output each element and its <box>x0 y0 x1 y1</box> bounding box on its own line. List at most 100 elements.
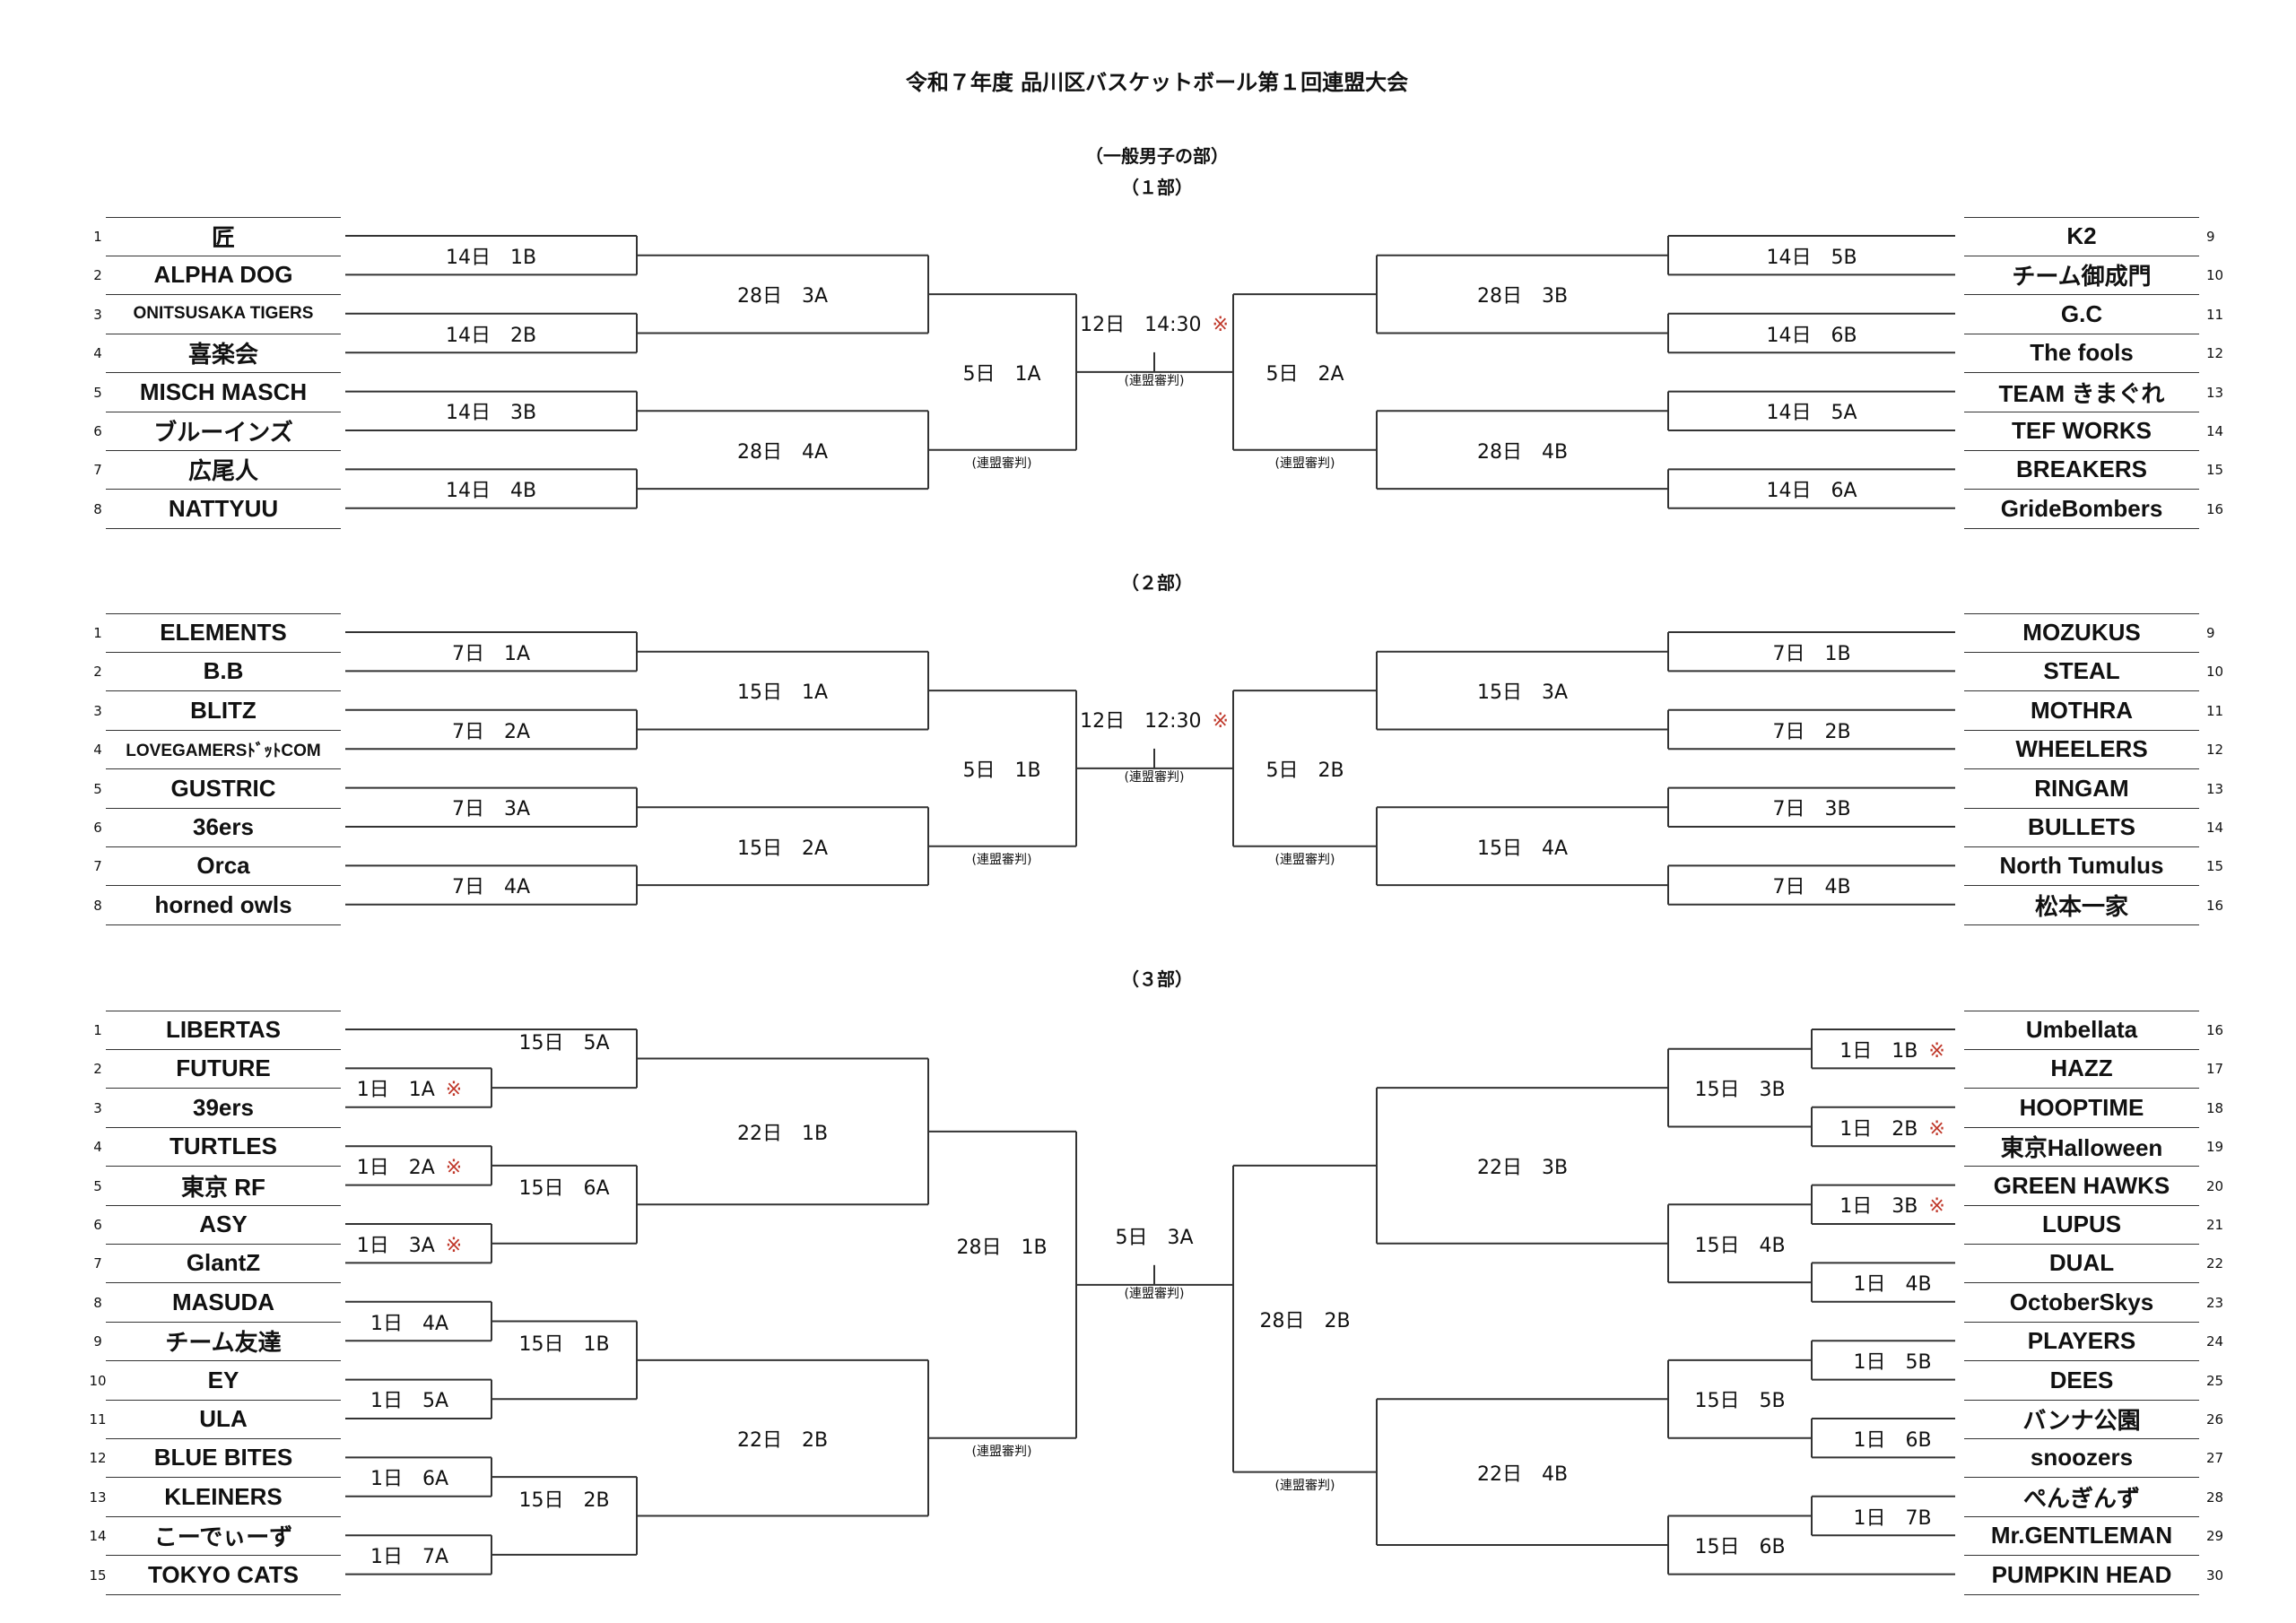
match-label: 14日 6A <box>1766 474 1857 503</box>
match-label-text: 22日 1B <box>736 1122 829 1145</box>
team-name: ONITSUSAKA TIGERS <box>106 295 341 334</box>
match-label: 1日 4A <box>370 1307 448 1336</box>
match-label-text: 1日 5A <box>370 1390 449 1413</box>
team-name: ULA <box>106 1400 341 1439</box>
match-label: 1日 3B※ <box>1839 1190 1945 1219</box>
team-number: 2 <box>93 1061 102 1078</box>
semifinal-label: 28日 2B <box>1259 1305 1350 1333</box>
team-number: 9 <box>2206 229 2215 245</box>
team-list-top-rule <box>1964 613 2199 614</box>
match-label-text: 28日 4A <box>736 440 829 464</box>
team-name: STEAL <box>1964 652 2199 692</box>
match-label-text: 15日 1B <box>518 1332 610 1356</box>
match-label-text: 28日 3B <box>1476 285 1569 308</box>
match-label: 15日 1A <box>737 676 828 705</box>
team-number: 4 <box>93 345 102 362</box>
match-label-text: 7日 3A <box>451 798 531 821</box>
match-label-text: 1日 1A <box>356 1079 435 1102</box>
team-name: ぺんぎんず <box>1964 1478 2199 1517</box>
match-label: 15日 6B <box>1694 1531 1785 1559</box>
team-name: 東京 RF <box>106 1167 341 1206</box>
team-name: BREAKERS <box>1964 450 2199 490</box>
match-label: 15日 6A <box>518 1172 609 1201</box>
match-label: 15日 4B <box>1694 1229 1785 1258</box>
team-number: 10 <box>89 1372 107 1389</box>
referee-note: (連盟審判) <box>971 1444 1032 1459</box>
team-number: 6 <box>93 423 102 439</box>
team-number: 15 <box>2206 858 2224 875</box>
match-label: 22日 4B <box>1477 1458 1568 1487</box>
team-name: LIBERTAS <box>106 1011 341 1050</box>
match-label-text: 15日 5A <box>518 1031 610 1055</box>
match-label-text: 28日 1B <box>956 1236 1048 1259</box>
team-name: FUTURE <box>106 1049 341 1089</box>
match-label-text: 5日 1B <box>962 759 1041 782</box>
match-label: 1日 7A <box>370 1541 448 1569</box>
team-name: GlantZ <box>106 1244 341 1284</box>
match-label-text: 14日 5A <box>1766 402 1857 425</box>
match-label: 14日 5B <box>1766 241 1857 270</box>
match-label-text: 5日 1A <box>962 362 1041 386</box>
team-name: BLITZ <box>106 691 341 731</box>
note-mark: ※ <box>445 1234 463 1257</box>
team-number: 28 <box>2206 1488 2224 1506</box>
semifinal-label: 5日 1B <box>962 754 1040 783</box>
match-label: 1日 3A※ <box>357 1229 462 1258</box>
team-name: GREEN HAWKS <box>1964 1167 2199 1206</box>
team-number: 20 <box>2206 1177 2224 1194</box>
team-number: 9 <box>93 1333 102 1350</box>
match-label-text: 28日 2B <box>1259 1309 1351 1332</box>
match-label: 28日 4B <box>1477 436 1568 464</box>
team-number: 21 <box>2206 1217 2224 1233</box>
team-number: 8 <box>93 500 102 517</box>
team-list-top-rule <box>106 613 341 614</box>
team-name: The fools <box>1964 334 2199 374</box>
team-number: 8 <box>93 897 102 914</box>
match-label: 15日 5A <box>518 1027 609 1055</box>
match-label: 15日 3B <box>1694 1073 1785 1102</box>
referee-note: (連盟審判) <box>971 456 1032 471</box>
match-label-text: 22日 2B <box>736 1428 829 1452</box>
team-number: 14 <box>2206 820 2224 836</box>
team-number: 5 <box>93 384 102 401</box>
match-label: 14日 6B <box>1766 319 1857 348</box>
team-name: バンナ公園 <box>1964 1400 2199 1439</box>
team-number: 22 <box>2206 1255 2224 1272</box>
match-label-text: 1日 5B <box>1853 1350 1932 1374</box>
match-label-text: 14日 6B <box>1766 324 1857 347</box>
team-name: DEES <box>1964 1361 2199 1401</box>
team-number: 25 <box>2206 1372 2224 1389</box>
match-label: 1日 4B <box>1853 1268 1931 1297</box>
team-number: 2 <box>93 267 102 284</box>
team-name: NATTYUU <box>106 490 341 529</box>
match-label: 28日 3B <box>1477 280 1568 308</box>
note-mark: ※ <box>1212 313 1229 336</box>
team-number: 8 <box>93 1294 102 1311</box>
semifinal-label: 5日 2B <box>1265 754 1344 783</box>
team-number: 11 <box>89 1411 107 1428</box>
team-name: GrideBombers <box>1964 490 2199 529</box>
team-name: RINGAM <box>1964 769 2199 809</box>
match-label-text: 22日 4B <box>1476 1462 1569 1486</box>
team-number: 13 <box>89 1488 107 1506</box>
match-label: 1日 7B <box>1853 1502 1931 1531</box>
match-label: 28日 3A <box>737 280 828 308</box>
team-number: 15 <box>2206 462 2224 479</box>
team-name: MOZUKUS <box>1964 613 2199 653</box>
team-name: LOVEGAMERSﾄﾞｯﾄCOM <box>106 730 341 770</box>
match-label-text: 1日 6B <box>1853 1428 1932 1452</box>
match-label: 7日 4A <box>452 871 530 899</box>
note-mark: ※ <box>445 1156 463 1179</box>
team-number: 11 <box>2206 702 2224 719</box>
match-label-text: 7日 2B <box>1772 720 1851 743</box>
team-name: TOKYO CATS <box>106 1556 341 1595</box>
final-label: 5日 3A <box>1115 1221 1193 1250</box>
match-label-text: 14日 1B <box>445 246 537 269</box>
match-label-text: 5日 2A <box>1265 362 1344 386</box>
referee-note: (連盟審判) <box>971 852 1032 867</box>
match-label-text: 12日 12:30 <box>1080 709 1202 733</box>
match-label-text: 15日 3A <box>1476 681 1569 705</box>
match-label-text: 15日 2B <box>518 1488 610 1512</box>
